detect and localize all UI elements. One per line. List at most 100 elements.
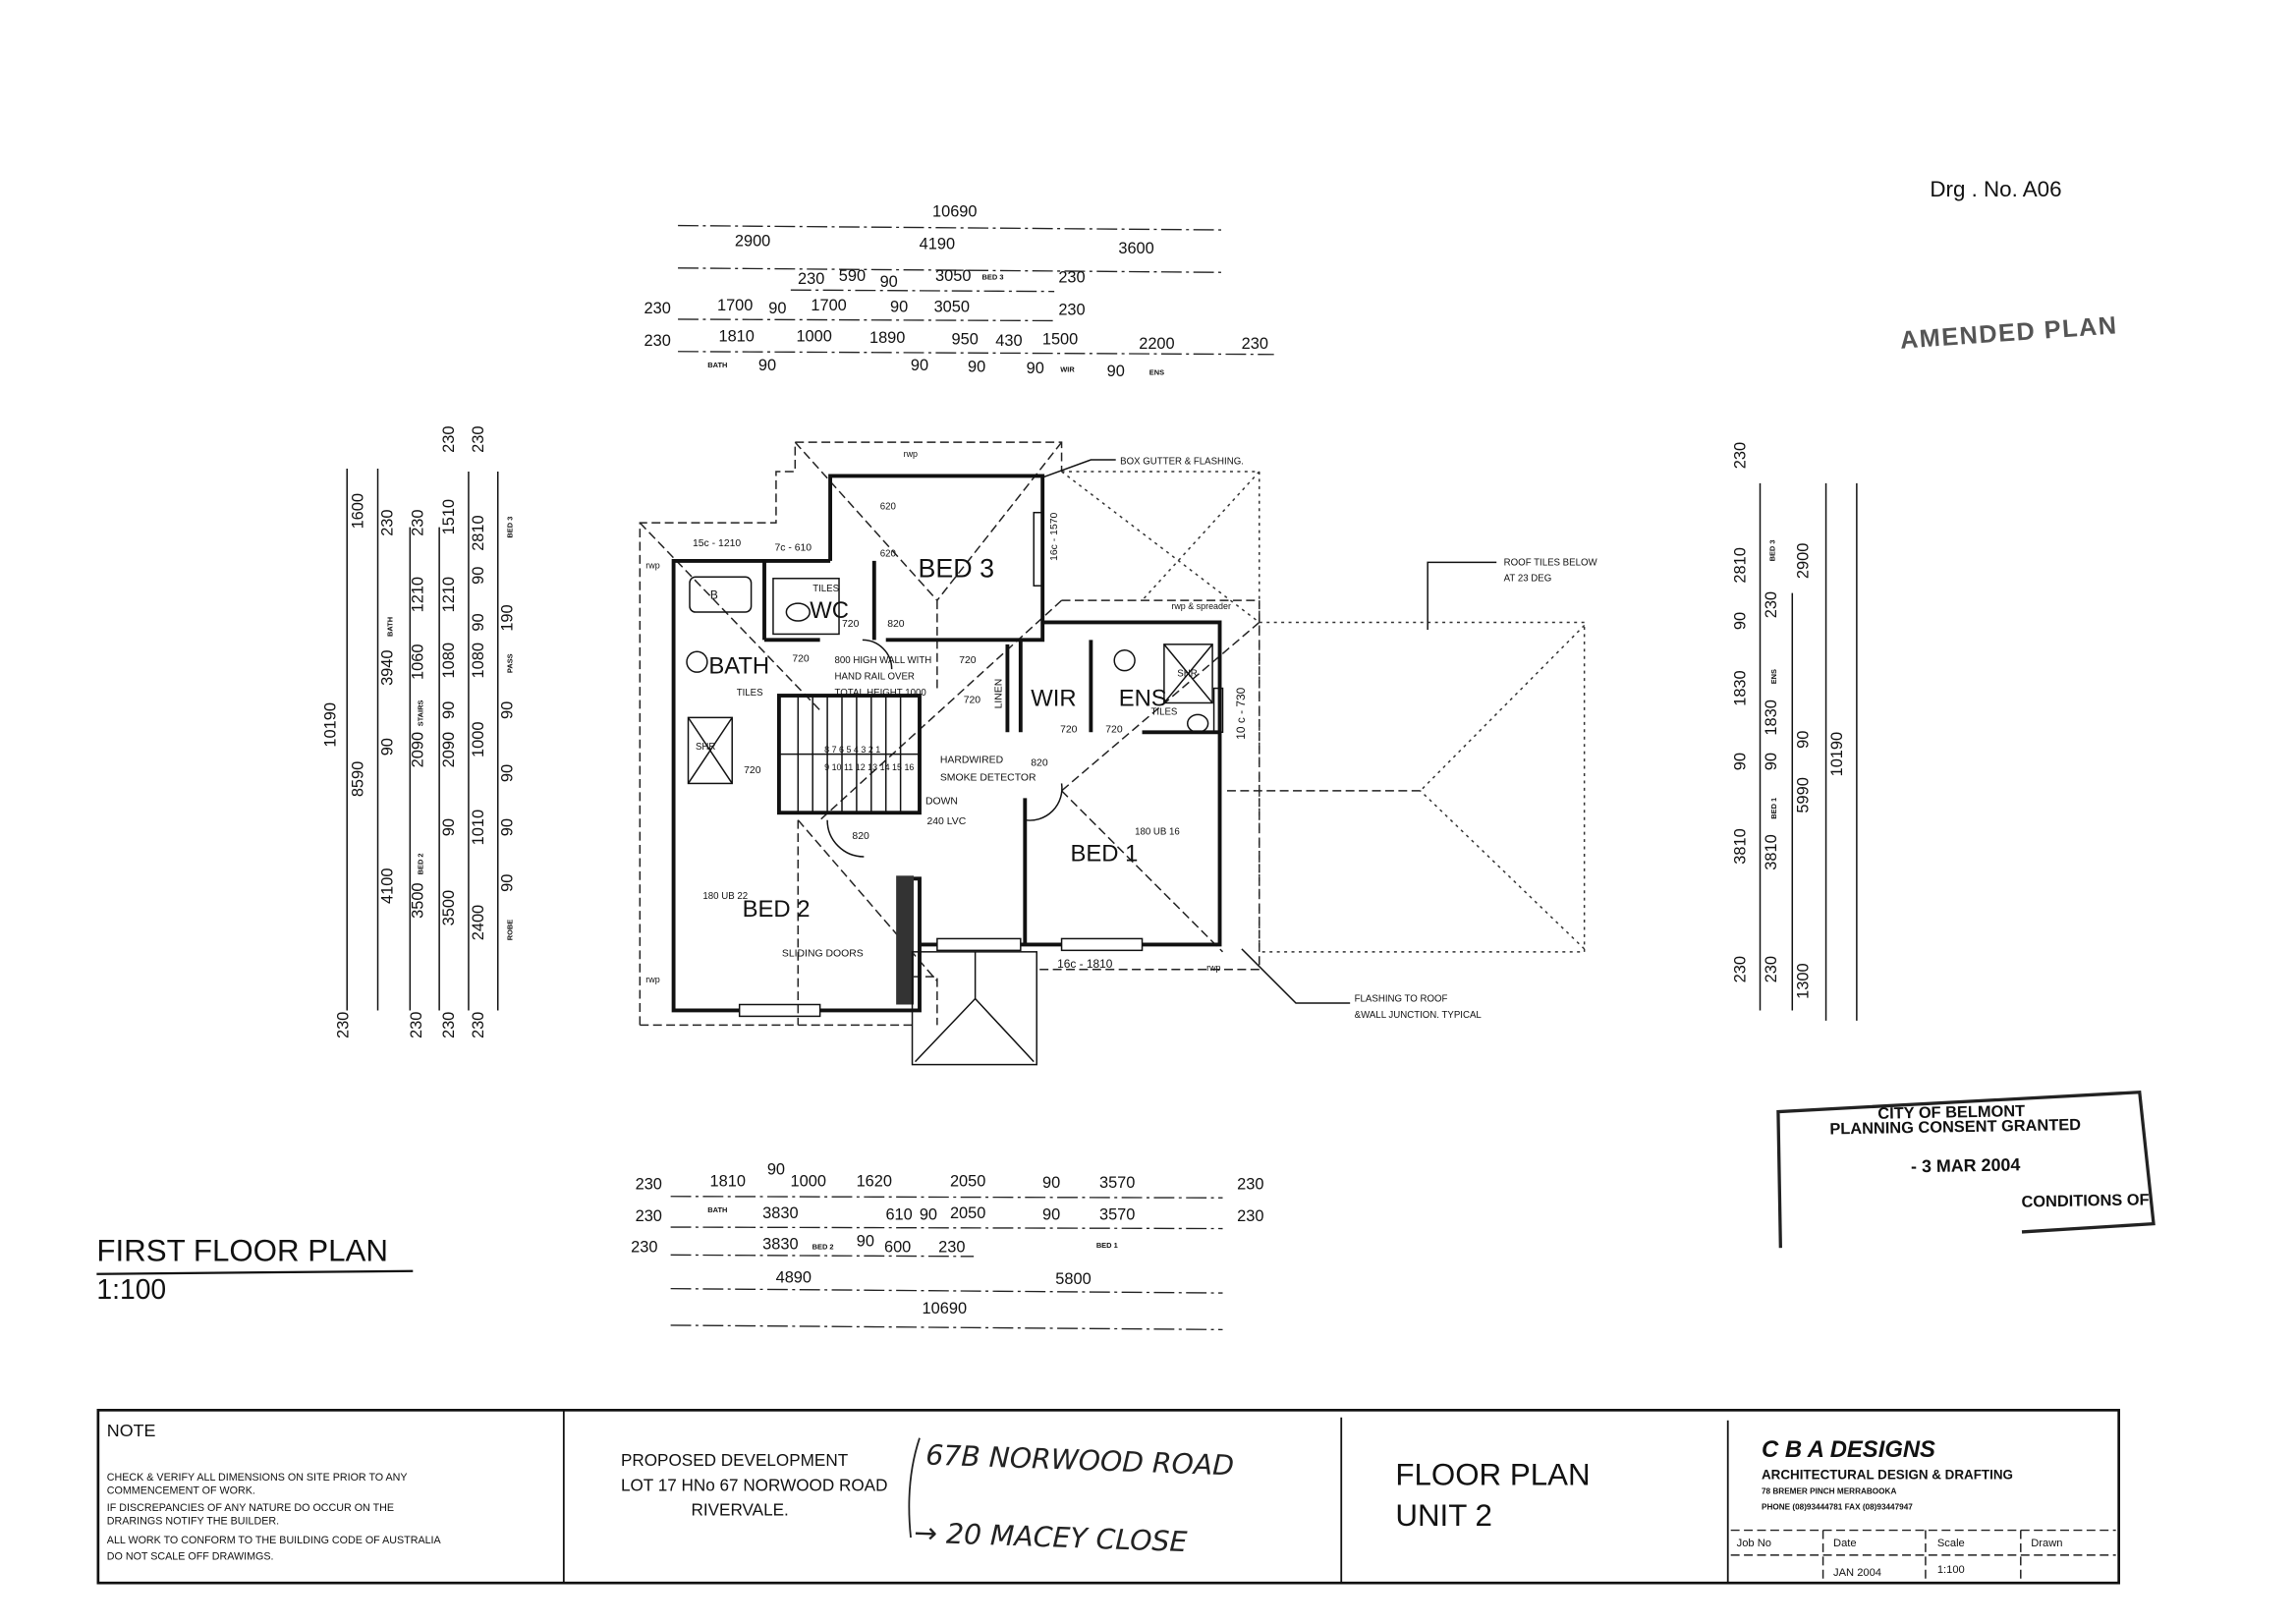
dimension-top-label: 230 bbox=[798, 270, 824, 288]
dimension-left-label: PASS bbox=[506, 653, 515, 673]
dimension-left-label: 230 bbox=[408, 1012, 425, 1038]
rwp-label: rwp bbox=[904, 449, 918, 459]
window-label: 16c - 1570 bbox=[1049, 512, 1060, 560]
wall-note: HAND RAIL OVER bbox=[835, 672, 915, 683]
door-width-label: 720 bbox=[959, 655, 977, 666]
company-subtitle: ARCHITECTURAL DESIGN & DRAFTING bbox=[1762, 1467, 2013, 1482]
handwritten-address: 67B NORWOOD ROAD bbox=[925, 1439, 1235, 1483]
handwritten-address: → 20 MACEY CLOSE bbox=[914, 1516, 1188, 1558]
dimension-left-label: STAIRS bbox=[417, 700, 425, 727]
door-width-label: 720 bbox=[744, 765, 761, 776]
note-line: COMMENCEMENT OF WORK. bbox=[107, 1484, 255, 1496]
company-address: 78 BREMER PINCH MERRABOOKA bbox=[1762, 1486, 1896, 1495]
dimension-bottom-label: 230 bbox=[1237, 1175, 1263, 1193]
dimension-top-label: ENS bbox=[1149, 368, 1164, 377]
dimension-right-label: 90 bbox=[1732, 612, 1750, 630]
dimension-left-label: 90 bbox=[470, 613, 487, 631]
note-line: DRARINGS NOTIFY THE BUILDER. bbox=[107, 1516, 279, 1528]
dimension-left-label: 230 bbox=[440, 1012, 458, 1038]
walls bbox=[671, 474, 1224, 1018]
dimension-left-label: 90 bbox=[440, 818, 458, 836]
dimension-bottom-label: 3830 bbox=[762, 1204, 798, 1222]
dimension-bottom-label: BED 1 bbox=[1096, 1241, 1118, 1250]
dimension-top-label: 90 bbox=[768, 300, 786, 317]
dimension-top-label: WIR bbox=[1060, 365, 1075, 374]
rwp-label: rwp bbox=[645, 975, 659, 984]
scale-label: Scale bbox=[1937, 1538, 1965, 1549]
dimension-right-label: 1300 bbox=[1795, 963, 1813, 998]
door-width-label: 720 bbox=[1105, 724, 1123, 735]
window-label: 16c - 1810 bbox=[1057, 957, 1113, 971]
dimension-top-label: 950 bbox=[952, 330, 979, 348]
dimension-bottom-label: 1620 bbox=[857, 1172, 892, 1190]
dimension-left-label: 2400 bbox=[470, 905, 487, 940]
dimension-top-label: 90 bbox=[1027, 360, 1044, 377]
dimension-left-label: ROBE bbox=[506, 920, 515, 941]
door-width-label: 720 bbox=[842, 619, 860, 630]
dimension-right-label: 5990 bbox=[1795, 777, 1813, 812]
dimension-right-label: 230 bbox=[1732, 442, 1750, 469]
plan-title: FIRST FLOOR PLAN bbox=[96, 1233, 388, 1267]
dimension-right-label: ENS bbox=[1769, 669, 1778, 684]
dimension-right-label: 3810 bbox=[1732, 828, 1750, 864]
project-line: PROPOSED DEVELOPMENT bbox=[621, 1450, 849, 1470]
dimension-bottom-label: 5800 bbox=[1055, 1270, 1091, 1288]
dimension-left-label: BED 3 bbox=[506, 517, 515, 538]
dimension-bottom-label: 2050 bbox=[950, 1204, 985, 1222]
dimension-left-label: 90 bbox=[499, 874, 517, 892]
dimension-top-label: 1700 bbox=[811, 297, 846, 314]
room-bed2: BED 2 bbox=[743, 896, 811, 923]
dimension-left-label: BED 2 bbox=[417, 853, 425, 874]
dimension-top-label: 1890 bbox=[869, 329, 905, 347]
dimension-left-label: 2810 bbox=[470, 515, 487, 550]
roof-tiles-note: ROOF TILES BELOW bbox=[1504, 557, 1598, 568]
dimension-top-label: 590 bbox=[839, 267, 866, 285]
door-width-label: 620 bbox=[880, 548, 896, 559]
dimension-left-label: 8590 bbox=[350, 761, 367, 797]
dimension-left-label: 230 bbox=[470, 426, 487, 453]
sheet-title: FLOOR PLAN bbox=[1395, 1457, 1590, 1491]
dimension-bottom-label: 230 bbox=[636, 1207, 662, 1225]
dimension-bottom-label: 90 bbox=[767, 1160, 785, 1178]
dimension-bottom-label: 3830 bbox=[762, 1235, 798, 1253]
bath-tub-label: B bbox=[710, 588, 718, 602]
dimension-top-label: 1700 bbox=[717, 297, 753, 314]
dimension-bottom-label: 90 bbox=[857, 1232, 874, 1250]
project-line: LOT 17 HNo 67 NORWOOD ROAD bbox=[621, 1475, 888, 1494]
room-wir: WIR bbox=[1031, 685, 1076, 711]
drawing-number: Drg . No. A06 bbox=[1930, 177, 2061, 201]
dimension-left-label: 90 bbox=[499, 764, 517, 782]
dimension-top-label: 10690 bbox=[932, 203, 978, 221]
dimension-bottom-label: 1000 bbox=[791, 1172, 826, 1190]
dimension-left-label: 1000 bbox=[470, 722, 487, 757]
note-line: ALL WORK TO CONFORM TO THE BUILDING CODE… bbox=[107, 1535, 442, 1546]
flashing-note: &WALL JUNCTION. TYPICAL bbox=[1355, 1010, 1483, 1021]
dimension-top-label: 1500 bbox=[1042, 330, 1078, 348]
sliding-doors-label: SLIDING DOORS bbox=[782, 948, 864, 959]
dimension-bottom-label: 90 bbox=[1042, 1206, 1060, 1224]
door-width-label: 820 bbox=[852, 831, 869, 842]
smoke-detector-note: SMOKE DETECTOR bbox=[940, 772, 1036, 783]
beam-label: 180 UB 22 bbox=[702, 891, 748, 902]
date-value: JAN 2004 bbox=[1833, 1567, 1881, 1579]
company-phone: PHONE (08)93444781 FAX (08)93447947 bbox=[1762, 1503, 1913, 1512]
dimension-left-label: 1210 bbox=[440, 577, 458, 612]
dimension-left-label: 1060 bbox=[410, 644, 427, 680]
dimension-left-label: BATH bbox=[385, 617, 394, 637]
dimension-left-label: 90 bbox=[499, 818, 517, 836]
dimension-right-label: 230 bbox=[1763, 956, 1780, 982]
room-bed1: BED 1 bbox=[1071, 840, 1139, 867]
dimension-left-label: 1080 bbox=[440, 643, 458, 678]
porch-roof bbox=[911, 951, 1037, 1066]
rwp-spreader-label: rwp & spreader bbox=[1171, 601, 1231, 611]
room-linen: LINEN bbox=[993, 679, 1004, 709]
dimension-left-label: 1510 bbox=[440, 499, 458, 534]
dimension-top-label: 3050 bbox=[935, 267, 971, 285]
note-line: DO NOT SCALE OFF DRAWIMGS. bbox=[107, 1550, 274, 1562]
dimension-left-label: 230 bbox=[470, 1012, 487, 1038]
dimension-bottom-label: 90 bbox=[920, 1206, 937, 1224]
dimension-right-label: 10190 bbox=[1828, 732, 1846, 777]
dimension-bottom-label: 230 bbox=[1237, 1207, 1263, 1225]
